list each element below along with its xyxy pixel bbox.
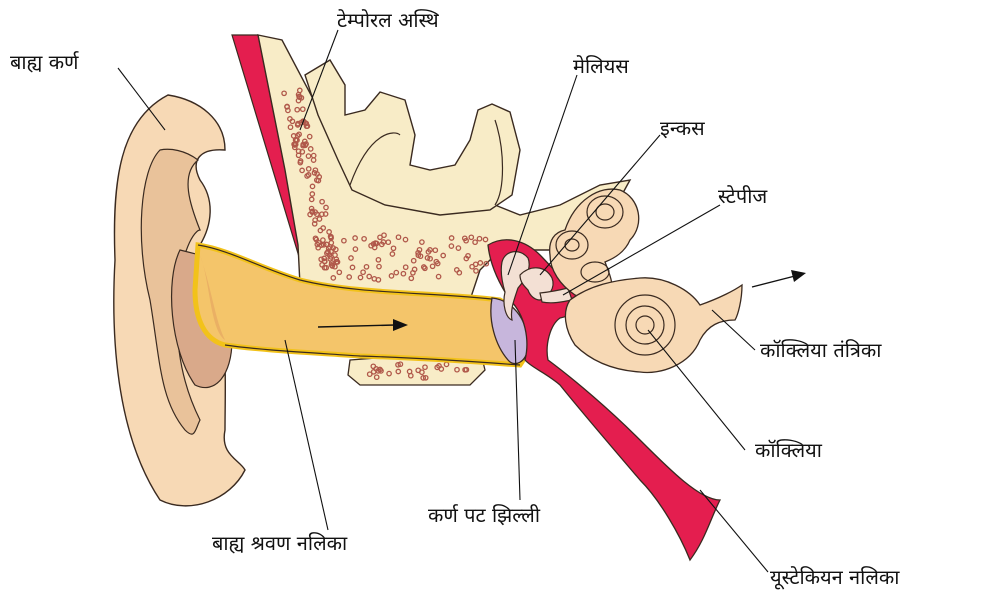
label-cochlea: कॉक्लिया: [755, 440, 822, 460]
label-cochlear-nerve: कॉक्लिया तंत्रिका: [760, 340, 881, 360]
arrow-right-icon: [752, 270, 806, 287]
label-stapes: स्टेपीज: [718, 186, 767, 206]
label-temporal-bone: टेम्पोरल अस्थि: [337, 10, 439, 30]
leader-line-eustachian-tube: [700, 490, 768, 572]
leader-line-ear-canal: [285, 340, 328, 530]
label-malleus: मेलियस: [573, 56, 629, 76]
label-eardrum: कर्ण पट झिल्ली: [428, 505, 540, 525]
label-eustachian-tube: यूस्टेकियन नलिका: [770, 567, 899, 587]
label-ear-canal: बाह्य श्रवण नलिका: [212, 533, 347, 553]
label-outer-ear: बाह्य कर्ण: [10, 52, 79, 72]
label-incus: इन्कस: [660, 118, 705, 138]
